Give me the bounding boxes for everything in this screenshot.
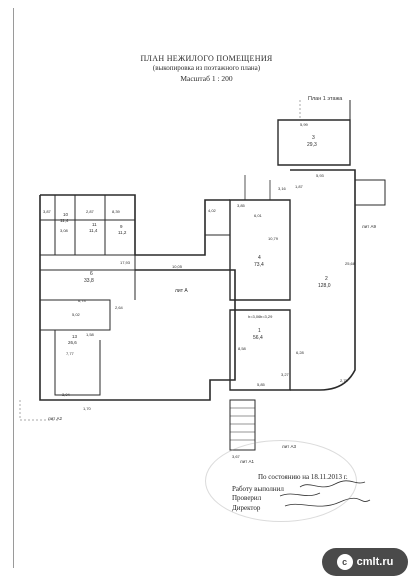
dim-label: 5,02 xyxy=(72,312,81,317)
lit-label: лит А9 xyxy=(362,224,376,229)
binding-margin-line xyxy=(13,8,14,568)
room-13-area: 26,6 xyxy=(68,340,77,345)
room-13-number: 13 xyxy=(72,334,78,339)
dim-label: 8,39 xyxy=(112,209,121,214)
room-3-area: 29,3 xyxy=(307,142,317,148)
dim-label: 1,58 xyxy=(86,332,95,337)
dim-label: 25,68 xyxy=(345,261,356,266)
dim-label: 3,27 xyxy=(281,372,290,377)
dim-label: 1,87 xyxy=(295,184,304,189)
room-11-number: 11 xyxy=(92,222,97,227)
dim-label: h=3,06 xyxy=(248,314,261,319)
dim-label: 2,75 xyxy=(340,378,349,383)
room-1-area: 56,4 xyxy=(253,335,263,341)
dim-label: h=3,29 xyxy=(260,314,273,319)
room-3-number: 3 xyxy=(312,135,315,141)
dim-label: 3,85 xyxy=(237,203,246,208)
footer-director-label: Директор xyxy=(232,504,261,512)
dim-label: 5,93 xyxy=(316,173,325,178)
document-subtitle: (выкопировка из поэтажного плана) xyxy=(152,64,261,72)
document-title: ПЛАН НЕЖИЛОГО ПОМЕЩЕНИЯ xyxy=(140,54,273,63)
dim-label: 6,28 xyxy=(296,350,305,355)
document-scale: Масштаб 1 : 200 xyxy=(180,74,233,83)
room-6-area: 33,8 xyxy=(84,278,94,284)
footer-checker-label: Проверил xyxy=(232,494,262,502)
floor-label: План 1 этажа xyxy=(308,96,343,102)
lit-label: лит А xyxy=(175,288,188,294)
room-2-area: 128,0 xyxy=(318,283,331,289)
room-1-number: 1 xyxy=(258,328,261,334)
lit-label: лит А2 xyxy=(48,416,62,421)
dim-label: 1,70 xyxy=(83,406,92,411)
room-9-number: 9 xyxy=(120,224,123,229)
cmlt-logo-icon: c xyxy=(336,554,353,570)
dim-label: 5,99 xyxy=(300,122,309,127)
room-6-number: 6 xyxy=(90,271,93,277)
dim-label: 2,64 xyxy=(115,305,124,310)
dim-label: 3,04 xyxy=(62,392,71,397)
dim-label: 3,87 xyxy=(43,209,52,214)
room-4-number: 4 xyxy=(258,255,261,261)
watermark-text: cmlt.ru xyxy=(356,556,394,568)
room-2-number: 2 xyxy=(325,276,328,282)
dim-label: 3,16 xyxy=(278,186,287,191)
dim-label: 10,79 xyxy=(268,236,279,241)
dim-label: 17,93 xyxy=(120,260,131,265)
stamp-seal xyxy=(205,440,357,522)
dim-label: 7,77 xyxy=(66,351,75,356)
room-10-number: 10 xyxy=(63,212,69,217)
dim-label: 6,74 xyxy=(78,298,87,303)
watermark-badge: c cmlt.ru xyxy=(322,548,408,576)
dim-label: 8,58 xyxy=(238,346,247,351)
dim-label: 6,01 xyxy=(254,213,263,218)
dim-label: 5,85 xyxy=(257,382,266,387)
room-11-area: 11,4 xyxy=(89,228,98,233)
room-10-area: 11,4 xyxy=(60,218,69,223)
dim-label: 2,87 xyxy=(86,209,95,214)
dim-label: 4,02 xyxy=(208,208,217,213)
dim-label: 3,08 xyxy=(60,228,69,233)
footer-state-date: По состоянию на 18.11.2013 г. xyxy=(258,473,348,481)
room-4-area: 73,4 xyxy=(254,262,264,268)
dim-label: 10,05 xyxy=(172,264,183,269)
footer-performer-label: Работу выполнил xyxy=(232,485,284,493)
room-9-area: 11,2 xyxy=(118,230,127,235)
